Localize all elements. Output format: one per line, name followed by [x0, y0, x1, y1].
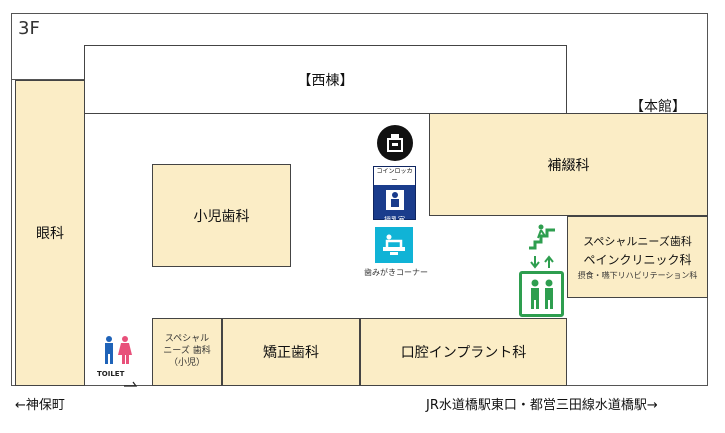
coin-locker-label: コインロッカー	[374, 167, 415, 185]
nursing-room-label: 授乳室	[384, 216, 405, 224]
direction-right: JR水道橋駅東口・都営三田線水道橋駅→	[426, 398, 658, 413]
toilet-label: TOILET	[97, 370, 125, 378]
room-ophthalmology-label: 眼科	[36, 226, 64, 242]
toilet-icon	[100, 335, 136, 369]
room-special-needs-pediatric-line2: ニーズ 歯科	[163, 346, 211, 357]
room-special-needs: スペシャルニーズ歯科 ペインクリニック科 摂食・嚥下リハビリテーション科	[567, 216, 708, 298]
room-special-needs-label: スペシャルニーズ歯科	[583, 235, 692, 248]
room-special-needs-pediatric-line3: （小児）	[168, 357, 205, 368]
toilet-arrow-icon	[124, 372, 138, 387]
room-ophthalmology: 眼科	[15, 80, 85, 386]
room-pediatric-dentistry-label: 小児歯科	[193, 208, 250, 225]
west-wing-label: 【西棟】	[297, 72, 354, 89]
elevator-arrows-icon	[527, 254, 557, 269]
room-prosthodontics-label: 補綴科	[547, 157, 590, 174]
room-pain-clinic-label: ペインクリニック科	[583, 253, 692, 267]
room-prosthodontics: 補綴科	[429, 113, 708, 216]
elevator-icon	[519, 271, 564, 317]
toothbrushing-label: 歯みがきコーナー	[364, 268, 428, 277]
direction-left: ←神保町	[15, 398, 65, 413]
west-wing-area: 【西棟】	[84, 45, 567, 114]
nursing-room-sign: コインロッカー 授乳室	[373, 166, 416, 224]
room-special-needs-pediatric: スペシャル ニーズ 歯科 （小児）	[152, 318, 222, 386]
room-rehab-label: 摂食・嚥下リハビリテーション科	[577, 271, 698, 280]
main-wing-label: 【本館】	[630, 99, 686, 115]
coin-locker-icon	[377, 125, 413, 161]
room-special-needs-pediatric-line1: スペシャル	[164, 334, 210, 345]
room-oral-implant: 口腔インプラント科	[360, 318, 567, 386]
stairs-icon	[527, 222, 557, 250]
room-pediatric-dentistry: 小児歯科	[152, 164, 291, 267]
toothbrushing-icon	[375, 227, 413, 263]
room-orthodontics-label: 矯正歯科	[263, 345, 319, 361]
floor-number: 3F	[18, 18, 40, 39]
nursing-icon	[374, 185, 415, 215]
divider-line	[11, 79, 84, 80]
room-orthodontics: 矯正歯科	[222, 318, 360, 386]
room-oral-implant-label: 口腔インプラント科	[400, 345, 527, 361]
locker-glyph-icon	[387, 134, 403, 152]
